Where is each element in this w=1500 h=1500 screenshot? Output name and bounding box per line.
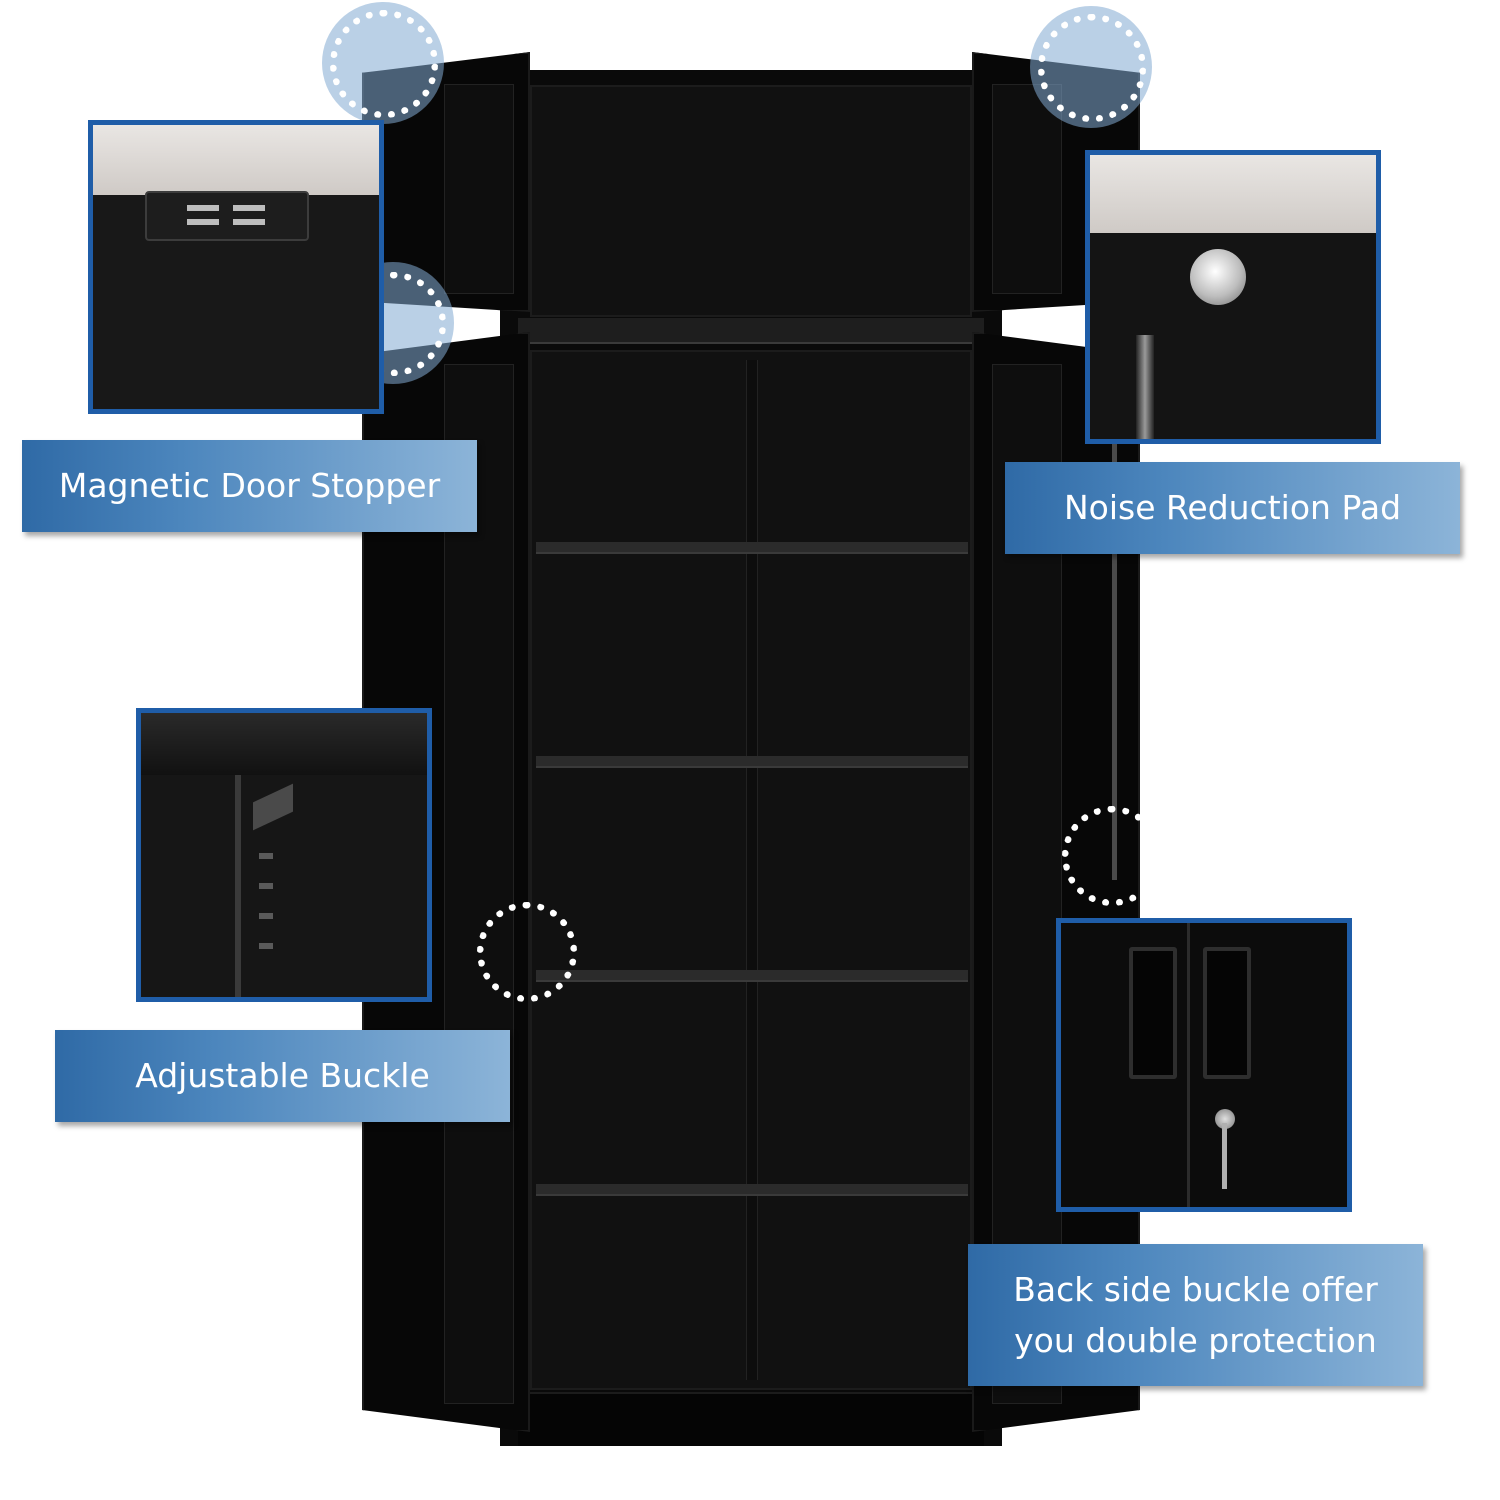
hinge-ring-top-right xyxy=(1038,14,1146,122)
key-lock-icon xyxy=(1215,1109,1235,1129)
adjustable-buckle-label: Adjustable Buckle xyxy=(55,1030,510,1122)
shelf-3 xyxy=(536,970,968,982)
photo-wall xyxy=(93,125,379,195)
lock-rod xyxy=(1112,440,1117,880)
shelf-2 xyxy=(536,756,968,768)
photo-slots xyxy=(259,853,273,973)
left-upper-door-panel xyxy=(444,84,514,294)
back-side-buckle-label: Back side buckle offer you double protec… xyxy=(968,1244,1423,1386)
stopper-plate xyxy=(145,191,309,241)
key-icon xyxy=(1222,1123,1227,1189)
magnetic-door-stopper-label: Magnetic Door Stopper xyxy=(22,440,477,532)
top-shelf xyxy=(518,318,984,344)
photo-wall xyxy=(1090,155,1376,233)
buckle-clip xyxy=(253,783,293,831)
back-side-buckle-line1: Back side buckle offer xyxy=(1013,1269,1378,1309)
back-side-buckle-photo xyxy=(1056,918,1352,1212)
adjustable-buckle-photo xyxy=(136,708,432,1002)
left-lower-door-panel xyxy=(444,364,514,1404)
center-divider xyxy=(746,360,758,1380)
photo-side-panel xyxy=(235,775,241,997)
cabinet-base xyxy=(518,1392,984,1446)
back-buckle-ring xyxy=(1062,806,1162,906)
handle-right xyxy=(1203,947,1251,1079)
photo-rod xyxy=(1136,335,1154,439)
back-side-buckle-line2: you double protection xyxy=(1014,1321,1377,1360)
photo-shelf-top xyxy=(141,713,427,775)
magnetic-door-stopper-photo xyxy=(88,120,384,414)
right-upper-door-panel xyxy=(992,84,1062,294)
handle-left xyxy=(1129,947,1177,1079)
buckle-ring xyxy=(477,902,577,1002)
top-compartment xyxy=(530,85,972,317)
shelf-1 xyxy=(536,542,968,554)
noise-reduction-pad-label: Noise Reduction Pad xyxy=(1005,462,1460,554)
noise-reduction-pad-photo xyxy=(1085,150,1381,444)
photo-door-seam xyxy=(1187,923,1190,1207)
pad-icon xyxy=(1190,249,1246,305)
hinge-ring-top-left xyxy=(330,10,438,118)
shelf-4 xyxy=(536,1184,968,1196)
